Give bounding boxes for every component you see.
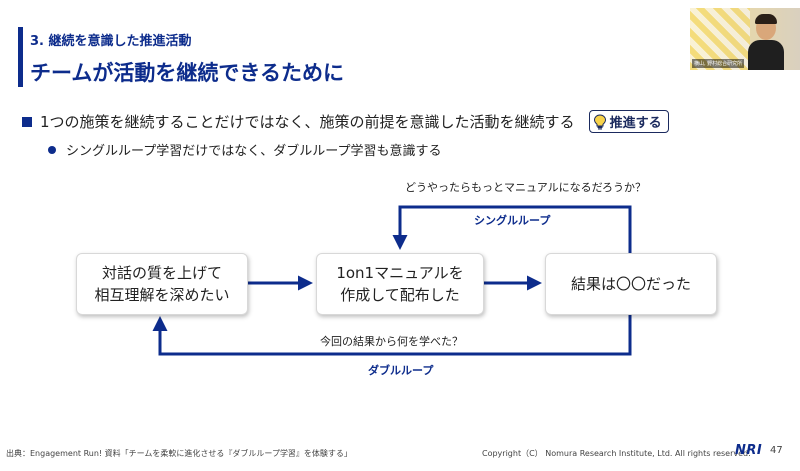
dot-bullet-icon [48,145,56,154]
title-accent-bar [18,27,23,87]
single-loop-question: どうやったらもっとマニュアルになるだろうか？ [405,181,647,194]
badge-label: 推進する [609,116,662,131]
bullet-main: 1つの施策を継続することだけではなく、施策の前提を意識した活動を継続する 推進す… [22,110,669,133]
presenter-avatar [748,14,784,70]
bullet-sub-text: シングルループ学習だけではなく、ダブルループ学習も意識する [66,144,442,159]
slide-title: チームが活動を継続できるために [30,61,344,85]
action-box: 1on1マニュアルを 作成して配布した [316,253,484,315]
single-loop-label: シングルループ [474,214,551,227]
goal-box: 対話の質を上げて 相互理解を深めたい [76,253,248,315]
goal-box-text: 対話の質を上げて 相互理解を深めたい [94,264,230,304]
action-box-text: 1on1マニュアルを 作成して配布した [336,264,464,304]
result-box: 結果は〇〇だった [545,253,717,315]
square-bullet-icon [22,116,32,127]
bullet-main-text: 1つの施策を継続することだけではなく、施策の前提を意識した活動を継続する [40,113,575,131]
source-citation: 出典：Engagement Run! 資料「チームを柔軟に進化させる『ダブルルー… [6,449,352,458]
bullet-sub: シングルループ学習だけではなく、ダブルループ学習も意識する [48,140,441,159]
page-number: 47 [770,445,783,456]
copyright-text: Copyright（C） Nomura Research Institute, … [482,449,751,458]
double-loop-arrow [152,313,632,356]
lightbulb-icon [593,113,606,129]
promote-badge: 推進する [588,110,669,133]
presenter-video[interactable]: 横山, 野村総合研究所 [690,8,800,70]
double-loop-question: 今回の結果から何を学べた？ [320,335,463,348]
single-loop-arrow [392,205,632,253]
nri-logo: NRI [735,443,763,458]
section-heading: 3. 継続を意識した推進活動 [30,34,192,49]
presenter-name-tag: 横山, 野村総合研究所 [692,59,745,68]
result-box-text: 結果は〇〇だった [570,275,691,293]
double-loop-label: ダブルループ [368,364,434,377]
